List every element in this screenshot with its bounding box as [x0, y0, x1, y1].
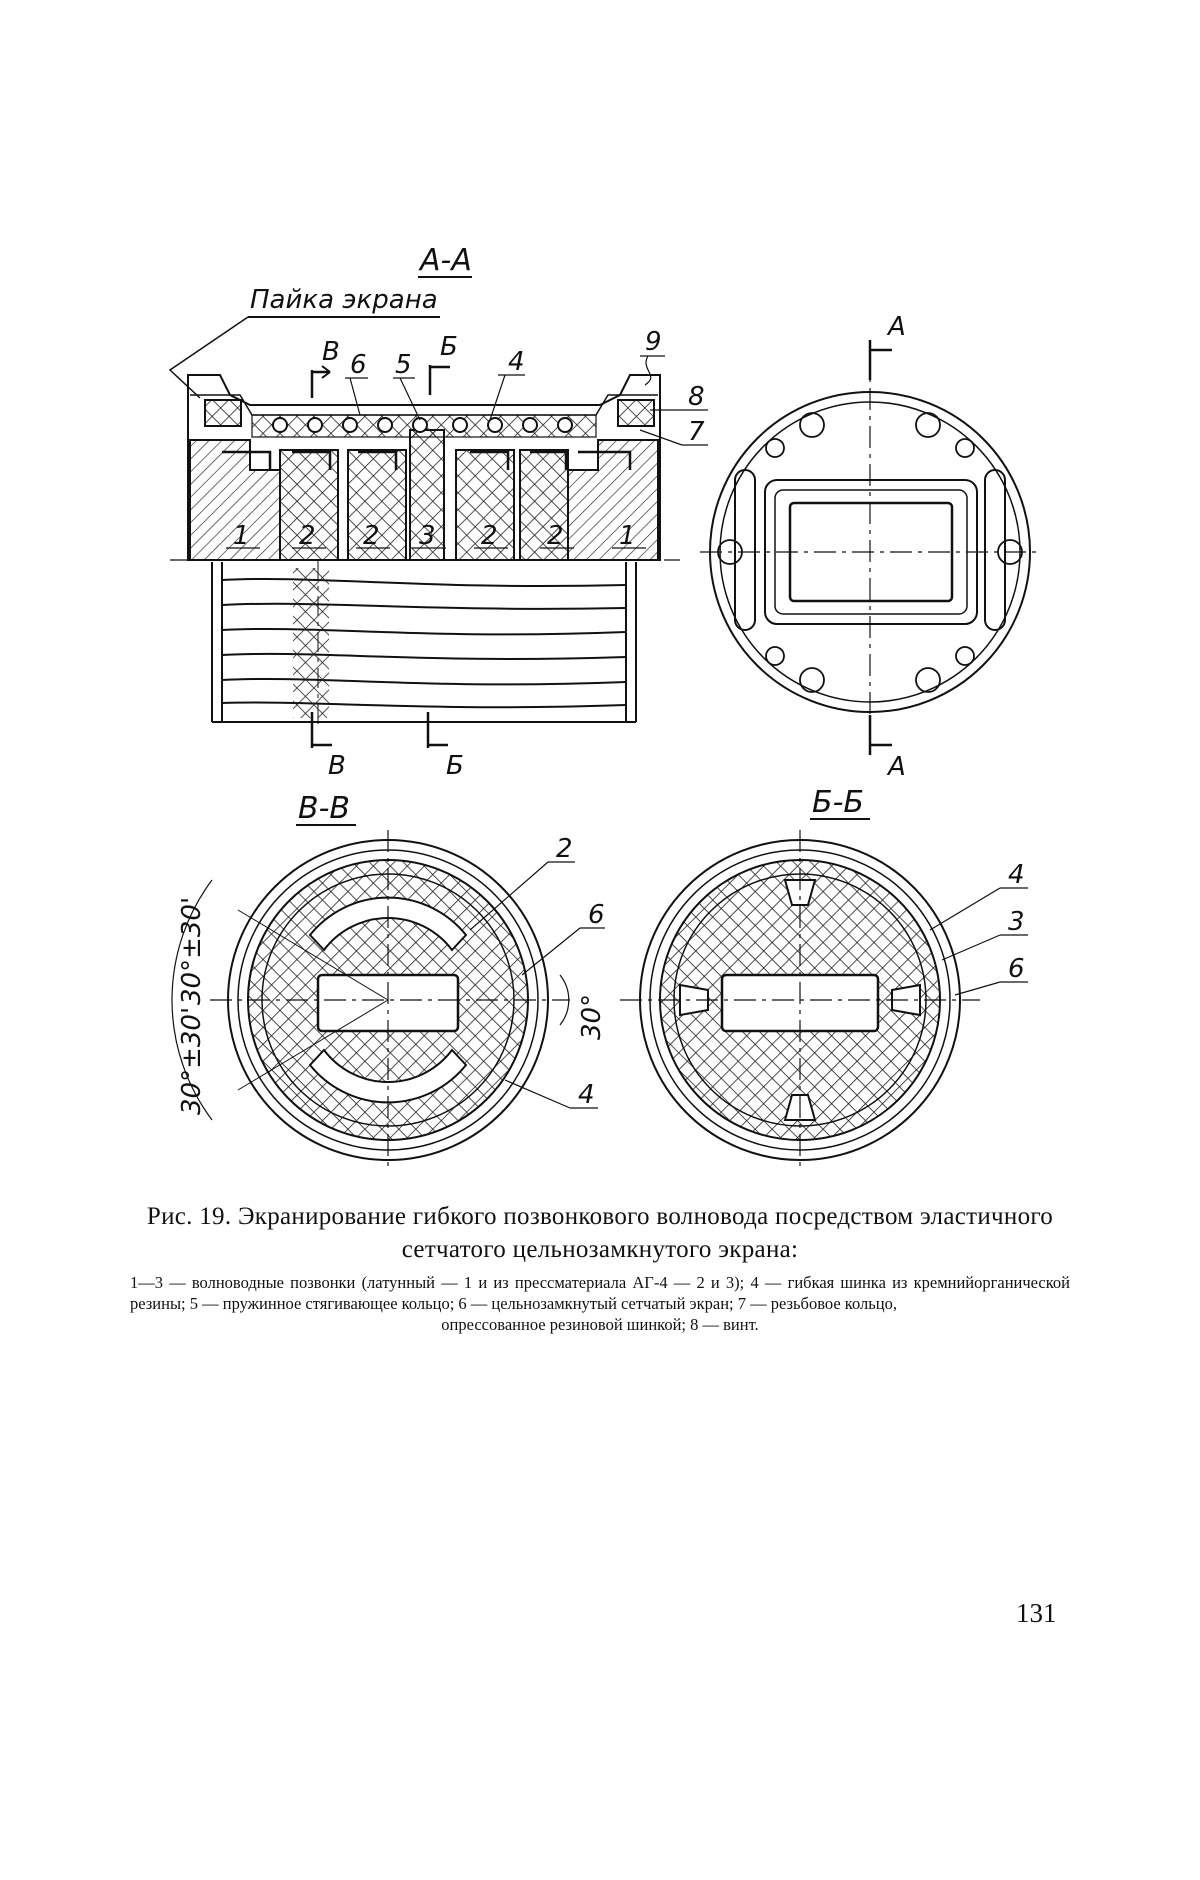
callout-aa-9: 5 [395, 350, 412, 380]
callout-aa-7: 1 [619, 521, 636, 551]
callout-aa-10: 6 [350, 350, 367, 380]
callout-bb-6: 6 [1008, 954, 1025, 984]
section-aa-drawing: А-А Пайка экрана [170, 243, 708, 781]
callout-aa-12: 8 [688, 382, 705, 412]
cut-label-a-bottom: А [886, 752, 906, 782]
end-view-drawing: А А [700, 312, 1040, 782]
callout-aa-3: 2 [363, 521, 380, 551]
caption-legend: 1—3 — волноводные позвонки (латунный — 1… [130, 1272, 1070, 1314]
callout-aa-5: 2 [481, 521, 498, 551]
caption-legend-last: опрессованное резиновой шинкой; 8 — винт… [130, 1314, 1070, 1335]
callout-aa-11: 7 [688, 417, 705, 447]
callout-aa-13: 9 [645, 327, 662, 357]
cut-label-b-top: Б [440, 332, 458, 362]
callout-aa-4: 3 [419, 521, 436, 551]
cut-label-v-top: В [322, 337, 340, 367]
section-vv-title: В-В [298, 791, 350, 826]
callout-bb-4: 4 [1008, 860, 1025, 890]
callout-aa-2: 2 [299, 521, 316, 551]
cut-label-b-bottom: Б [446, 751, 464, 781]
cut-label-v-bottom: В [328, 751, 346, 781]
section-bb-title: Б-Б [812, 785, 864, 820]
angle-label-lower: 30°±30' [177, 1007, 207, 1115]
callout-vv-6: 6 [588, 900, 605, 930]
page-number: 131 [1016, 1598, 1057, 1629]
callout-bb-3: 3 [1008, 907, 1025, 937]
caption-title: Рис. 19. Экранирование гибкого позвонков… [130, 1200, 1070, 1266]
callout-aa-8: 4 [508, 347, 525, 377]
figure-19-drawing: А-А Пайка экрана [0, 0, 1200, 1200]
angle-label-upper: 30°±30' [177, 897, 207, 1005]
callout-vv-2: 2 [556, 834, 573, 864]
callout-vv-4: 4 [578, 1080, 595, 1110]
figure-caption: Рис. 19. Экранирование гибкого позвонков… [130, 1200, 1070, 1335]
section-aa-title: А-А [418, 243, 472, 278]
callout-aa-1: 1 [233, 521, 250, 551]
angle-label-right: 30° [577, 994, 607, 1040]
section-bb-drawing: Б-Б 4 3 6 [620, 785, 1028, 1170]
cut-label-a-top: А [886, 312, 906, 342]
solder-note: Пайка экрана [250, 285, 438, 315]
callout-aa-6: 2 [547, 521, 564, 551]
section-vv-drawing: В-В 30°±30' 30°±30' 30° 2 6 4 [172, 791, 607, 1170]
